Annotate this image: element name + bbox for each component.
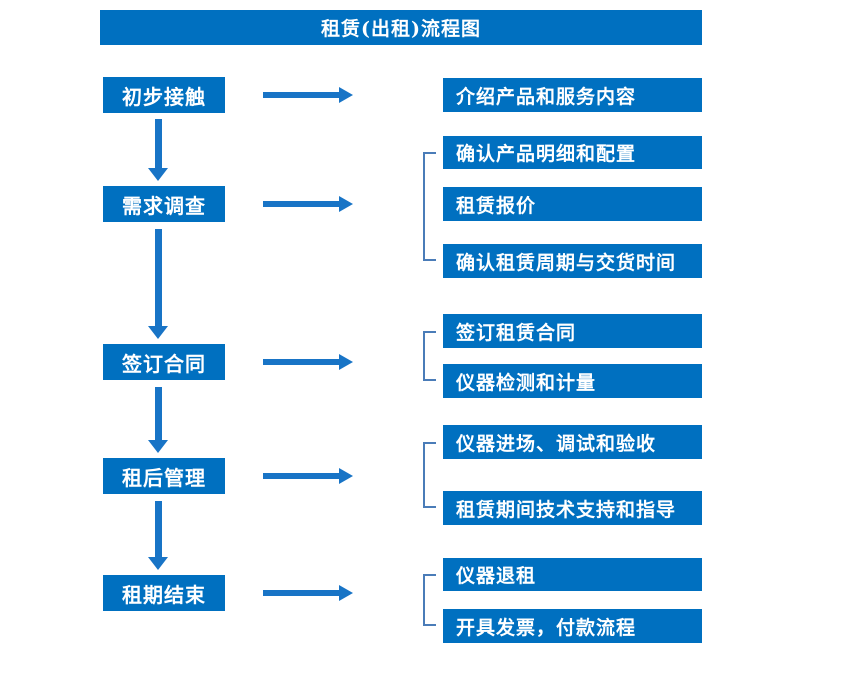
- bracket-group-rental-end: [423, 574, 436, 626]
- arrow-right-icon: [263, 468, 353, 484]
- detail-box: 开具发票，付款流程: [443, 609, 702, 643]
- arrow-right-icon: [263, 585, 353, 601]
- detail-box: 仪器检测和计量: [443, 364, 702, 398]
- stage-box-rental-end: 租期结束: [103, 575, 225, 611]
- flowchart-title: 租赁(出租)流程图: [100, 10, 702, 45]
- detail-box: 仪器进场、调试和验收: [443, 425, 702, 459]
- bracket-group-post-rental: [423, 442, 436, 508]
- detail-box: 租赁报价: [443, 187, 702, 221]
- arrow-right-icon: [263, 196, 353, 212]
- detail-box: 仪器退租: [443, 558, 702, 591]
- stage-box-initial-contact: 初步接触: [103, 77, 225, 113]
- detail-box: 租赁期间技术支持和指导: [443, 491, 702, 525]
- arrow-down-icon: [148, 119, 168, 181]
- stage-box-post-rental-management: 租后管理: [103, 458, 225, 494]
- arrow-down-icon: [148, 501, 168, 570]
- arrow-down-icon: [148, 229, 168, 339]
- arrow-right-icon: [263, 354, 353, 370]
- bracket-group-sign-contract: [423, 331, 436, 381]
- stage-box-demand-survey: 需求调查: [103, 186, 225, 222]
- detail-box: 确认租赁周期与交货时间: [443, 244, 702, 278]
- detail-box: 介绍产品和服务内容: [443, 78, 702, 112]
- stage-box-sign-contract: 签订合同: [103, 344, 225, 380]
- bracket-group-demand-survey: [423, 152, 436, 261]
- detail-box: 签订租赁合同: [443, 314, 702, 348]
- arrow-right-icon: [263, 87, 353, 103]
- detail-box: 确认产品明细和配置: [443, 136, 702, 169]
- arrow-down-icon: [148, 387, 168, 453]
